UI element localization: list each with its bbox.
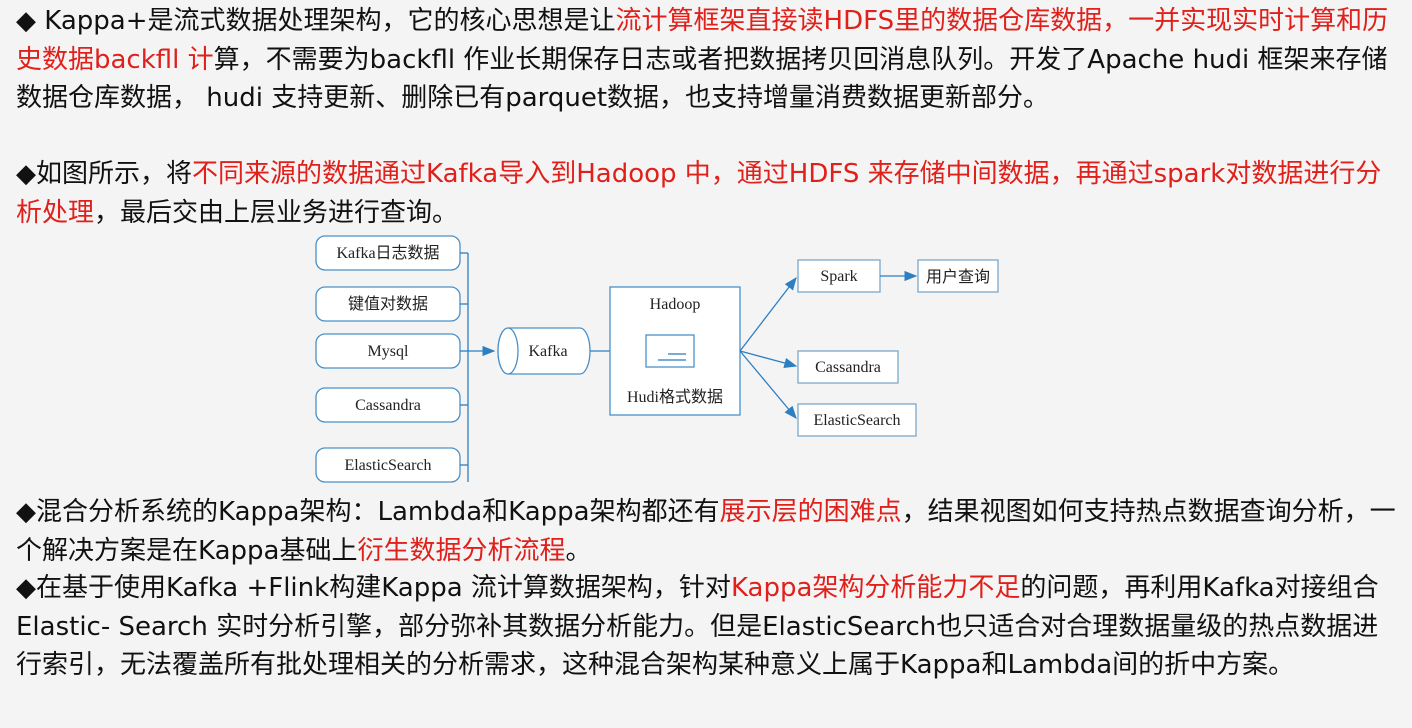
target-box-cassandra: Cassandra: [797, 350, 899, 384]
source-label: Mysql: [368, 343, 409, 360]
architecture-diagram: Kafka日志数据 键值对数据 Mysql Cassandra ElasticS…: [315, 235, 999, 483]
source-box-mysql: Mysql: [315, 333, 461, 369]
highlight-text: Kappa架构分析能力不足: [730, 573, 1021, 603]
highlight-text: 不同来源的数据通过Kafka导入到Hadoop 中，通过HDFS 来存储中间数据…: [16, 159, 1382, 228]
hudi-file-icon: [645, 334, 695, 368]
source-label: 键值对数据: [348, 295, 428, 313]
body-text: ◆混合分析系统的Kappa架构：Lambda和Kappa架构都还有: [16, 497, 720, 527]
hadoop-caption: Hudi格式数据: [627, 388, 723, 406]
hadoop-box: Hadoop Hudi格式数据: [609, 286, 741, 416]
target-label: Cassandra: [815, 359, 881, 376]
source-box-cassandra: Cassandra: [315, 387, 461, 423]
body-text: 算，不需要为backfll 作业长期保存日志或者把数据拷贝回消息队列。开发了Ap…: [16, 44, 1388, 114]
source-connectors: [460, 252, 496, 482]
body-text: ◆如图所示，将: [16, 159, 192, 189]
hadoop-title: Hadoop: [650, 296, 701, 313]
target-box-elasticsearch: ElasticSearch: [797, 403, 917, 437]
body-text: ，最后交由上层业务进行查询。: [94, 197, 459, 228]
paragraph-figure-description: ◆如图所示，将不同来源的数据通过Kafka导入到Hadoop 中，通过HDFS …: [16, 155, 1401, 232]
body-text: ，结果视图如何支持热点数据查询分析，一个解决方案是在Kappa基础上: [16, 497, 1396, 566]
target-label: ElasticSearch: [813, 412, 900, 429]
output-label: 用户查询: [926, 268, 990, 286]
source-box-kafka-log: Kafka日志数据: [315, 235, 461, 271]
paragraph-kafka-flink: ◆在基于使用Kafka +Flink构建Kappa 流计算数据架构，针对Kapp…: [16, 569, 1401, 685]
body-text: 。: [565, 535, 592, 566]
output-box-user-query: 用户查询: [917, 259, 999, 293]
kafka-cylinder: Kafka: [497, 327, 591, 375]
source-label: Kafka日志数据: [336, 244, 439, 262]
source-label: ElasticSearch: [344, 457, 431, 474]
hadoop-fanout-arrows: [739, 276, 798, 419]
target-box-spark: Spark: [797, 259, 881, 293]
paragraph-hybrid-kappa: ◆混合分析系统的Kappa架构：Lambda和Kappa架构都还有展示层的困难点…: [16, 493, 1401, 570]
body-text: ◆在基于使用Kafka +Flink构建Kappa 流计算数据架构，针对: [16, 573, 731, 603]
paragraph-kappa-plus: ◆ Kappa+是流式数据处理架构，它的核心思想是让流计算框架直接读HDFS里的…: [16, 2, 1401, 118]
body-text: ◆ Kappa+是流式数据处理架构，它的核心思想是让: [16, 6, 616, 36]
highlight-text: 流计算框架直接读HDFS里的数据仓库数据，一并实现实时计算和历史数据backfl…: [16, 6, 1389, 75]
kafka-label: Kafka: [528, 343, 567, 360]
source-box-kv: 键值对数据: [315, 286, 461, 322]
body-text: 的问题，再利用Kafka对接组合Elastic- Search 实时分析引擎，部…: [16, 573, 1379, 680]
source-box-elasticsearch: ElasticSearch: [315, 447, 461, 483]
source-label: Cassandra: [355, 397, 421, 414]
highlight-text: 展示层的困难点: [719, 497, 902, 527]
highlight-text: 衍生数据分析流程: [357, 535, 566, 566]
target-label: Spark: [820, 268, 857, 285]
